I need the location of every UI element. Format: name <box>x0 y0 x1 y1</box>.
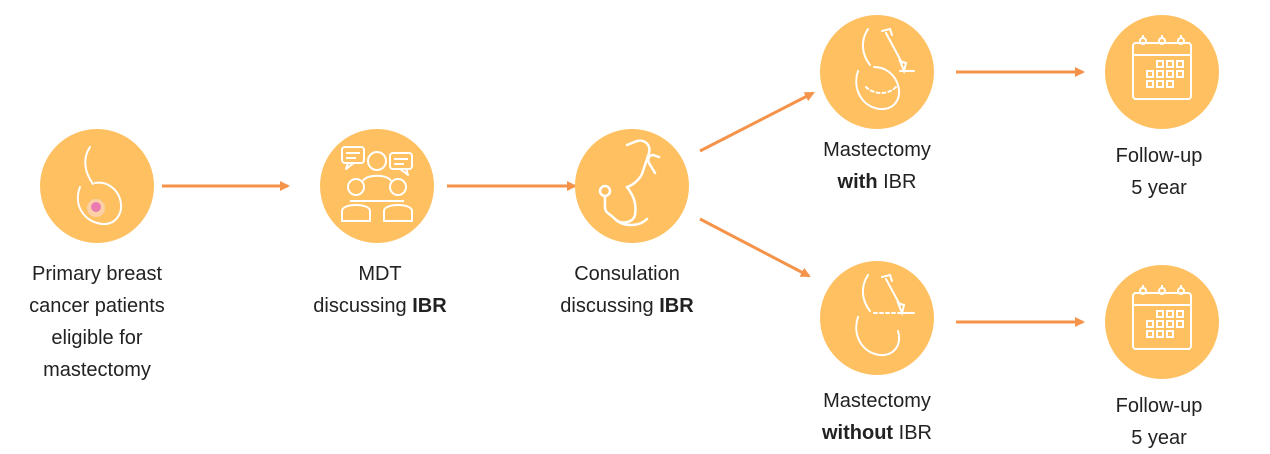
label-line: Follow-up <box>1115 395 1203 417</box>
arrow-consultation-to-with-ibr <box>699 91 815 153</box>
label-line: MDT <box>358 263 402 285</box>
mdt-discussion-icon <box>341 146 413 222</box>
label-line: Follow-up <box>1115 145 1203 167</box>
arrow-consultation-to-without-ibr <box>699 217 811 278</box>
label-line: without IBR <box>822 422 932 444</box>
label-primary-breast-cancer: Primary breast cancer patients eligible … <box>0 258 217 386</box>
node-mastectomy-with-ibr <box>820 15 934 129</box>
label-line: cancer patients <box>29 295 165 317</box>
label-follow-up-bottom: Follow-up 5 year <box>1039 390 1270 454</box>
label-line: discussing IBR <box>313 295 447 317</box>
label-line: Mastectomy <box>823 390 931 412</box>
node-mastectomy-without-ibr <box>820 261 934 375</box>
label-mastectomy-with-ibr: Mastectomy with IBR <box>757 134 997 198</box>
calendar-icon <box>1132 285 1192 350</box>
node-follow-up-bottom <box>1105 265 1219 379</box>
label-line: 5 year <box>1131 177 1187 199</box>
calendar-icon <box>1132 35 1192 100</box>
node-mdt <box>320 129 434 243</box>
label-mastectomy-without-ibr: Mastectomy without IBR <box>757 385 997 449</box>
label-line: Primary breast <box>31 263 163 285</box>
label-consultation: Consulation discussing IBR <box>507 258 747 322</box>
label-line: 5 year <box>1131 427 1187 449</box>
label-line: Mastectomy <box>823 139 931 161</box>
label-line: eligible for <box>51 327 143 349</box>
breast-with-tumor-icon <box>76 146 122 226</box>
label-line: mastectomy <box>43 359 151 381</box>
label-mdt: MDT discussing IBR <box>260 258 500 322</box>
node-primary-breast-cancer <box>40 129 154 243</box>
node-consultation <box>575 129 689 243</box>
breast-reconstruction-icon <box>855 27 915 111</box>
breast-removal-icon <box>855 273 915 357</box>
label-line: Consulation <box>574 263 680 285</box>
label-line: discussing IBR <box>560 295 694 317</box>
label-line: with IBR <box>837 171 917 193</box>
label-follow-up-top: Follow-up 5 year <box>1039 140 1270 204</box>
stethoscope-icon <box>598 139 661 227</box>
node-follow-up-top <box>1105 15 1219 129</box>
